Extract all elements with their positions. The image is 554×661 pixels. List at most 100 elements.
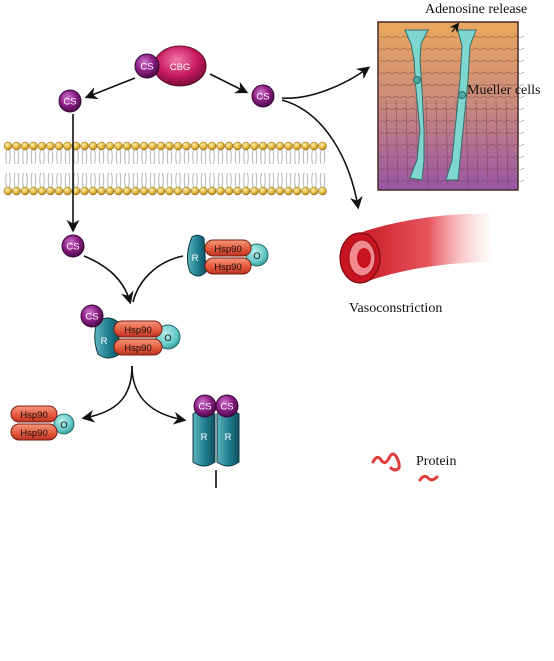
lipid-head: [105, 186, 115, 196]
lipid-head: [241, 186, 251, 196]
lipid-head: [284, 186, 293, 196]
lipid-head: [12, 141, 21, 151]
lipid-head: [20, 141, 30, 151]
lipid-head: [284, 141, 293, 151]
hsp90-label: Hsp90: [214, 262, 241, 273]
arrow-cs-to-complex: [83, 255, 134, 305]
lipid-head: [216, 141, 225, 151]
lipid-head: [165, 186, 174, 196]
lipid-head: [139, 186, 149, 196]
lipid-head: [250, 186, 259, 196]
lipid-head: [20, 186, 30, 196]
lipid-head: [165, 141, 174, 151]
free-cs-left: CS: [58, 89, 82, 113]
lipid-head: [54, 186, 64, 196]
lipid-head: [224, 186, 234, 196]
lipid-head: [318, 186, 327, 196]
free-cs-right: CS: [251, 84, 275, 108]
lipid-head: [156, 141, 166, 151]
lipid-head: [29, 141, 38, 151]
hsp90-label: Hsp90: [124, 325, 151, 336]
lipid-head: [37, 186, 47, 196]
lipid-head: [258, 186, 268, 196]
lipid-head: [309, 186, 319, 196]
lipid-head: [207, 141, 217, 151]
receptor-dimer: R R CS CS: [192, 394, 240, 467]
lipid-head: [122, 141, 132, 151]
lipid-head: [156, 186, 166, 196]
lipid-head: [275, 141, 285, 151]
lipid-head: [63, 141, 72, 151]
blood-vessel: [339, 213, 492, 284]
lipid-head: [199, 141, 208, 151]
adenosine-release-label: Adenosine release: [425, 2, 527, 17]
vasoconstriction-label: Vasoconstriction: [349, 301, 442, 316]
lipid-head: [122, 186, 132, 196]
arrow-to-vessel: [281, 99, 363, 210]
cs-label: CS: [256, 92, 269, 103]
lipid-head: [309, 141, 319, 151]
lipid-head: [46, 141, 55, 151]
lipid-head: [301, 186, 310, 196]
protein-squiggle: [371, 452, 439, 482]
lipid-head: [250, 141, 259, 151]
lipid-head: [80, 186, 89, 196]
receptor-hsp90-complex: R O Hsp90 Hsp90: [186, 234, 269, 277]
lipid-head: [148, 141, 157, 151]
arrow-hsp-to-complex: [132, 255, 184, 303]
arrow-to-dimer: [131, 365, 187, 425]
o-label: O: [60, 420, 67, 431]
o-label: O: [164, 333, 171, 344]
lipid-head: [275, 186, 285, 196]
arrow-to-mueller: [281, 66, 371, 99]
lipid-head: [139, 141, 149, 151]
lipid-head: [3, 186, 13, 196]
lipid-head: [241, 141, 251, 151]
mueller-cells-label: Mueller cells: [467, 83, 540, 98]
adenosine-arrow: [449, 22, 460, 34]
cbg-label: CBG: [170, 62, 191, 73]
lipid-head: [88, 141, 98, 151]
lipid-head: [131, 186, 140, 196]
lipid-head: [71, 141, 81, 151]
released-hsp90: O Hsp90 Hsp90: [10, 405, 75, 441]
cs-label: CS: [198, 402, 211, 413]
lipid-head: [233, 186, 242, 196]
lipid-head: [199, 186, 208, 196]
lipid-head: [233, 141, 242, 151]
lipid-head: [63, 186, 72, 196]
lipid-head: [301, 141, 310, 151]
lipid-head: [224, 141, 234, 151]
cs-label: CS: [85, 312, 98, 323]
lipid-head: [207, 186, 217, 196]
cs-label: CS: [140, 62, 153, 73]
receptor-label: R: [225, 432, 232, 443]
lipid-head: [97, 141, 106, 151]
lipid-head: [46, 186, 55, 196]
lipid-head: [29, 186, 38, 196]
lipid-head: [318, 141, 327, 151]
cs-label: CS: [63, 97, 76, 108]
protein-label: Protein: [416, 454, 456, 469]
hsp90-label: Hsp90: [20, 428, 47, 439]
lipid-head: [216, 186, 225, 196]
lipid-head: [267, 141, 276, 151]
lipid-head: [54, 141, 64, 151]
mueller-cell-left: [404, 29, 429, 181]
mueller-cell-right: [445, 29, 477, 181]
lipid-head: [3, 141, 13, 151]
arrows: [66, 66, 371, 488]
receptor-label: R: [101, 336, 108, 347]
hsp90-label: Hsp90: [214, 244, 241, 255]
lipid-head: [190, 186, 200, 196]
receptor-label: R: [201, 432, 208, 443]
lipid-head: [258, 141, 268, 151]
lipid-head: [267, 186, 276, 196]
lipid-head: [80, 141, 89, 151]
hsp90-label: Hsp90: [124, 343, 151, 354]
bound-receptor-complex: R O Hsp90 Hsp90 CS: [80, 304, 181, 359]
lipid-head: [12, 186, 21, 196]
lipid-head: [292, 186, 302, 196]
lipid-head: [114, 141, 123, 151]
